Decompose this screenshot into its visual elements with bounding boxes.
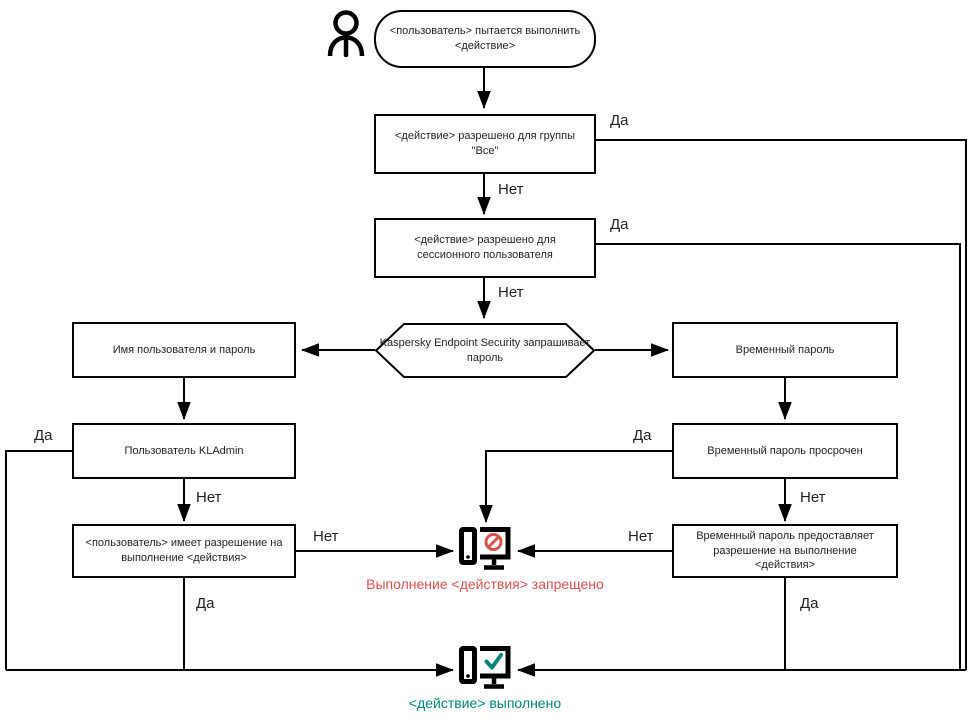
node-temporary-password-grants-label: Временный пароль предоставляет разрешени… bbox=[696, 529, 874, 572]
edge-label-session-yes: Да bbox=[610, 216, 629, 233]
monitor-check-icon bbox=[459, 646, 511, 692]
edge-label-expired-yes: Да bbox=[633, 427, 652, 444]
edge-label-everyone-no: Нет bbox=[498, 181, 524, 198]
edge-label-temp-grants-yes: Да bbox=[800, 595, 819, 612]
node-kladmin-user-label: Пользователь KLAdmin bbox=[124, 444, 244, 457]
edge-label-kladmin-yes: Да bbox=[34, 427, 53, 444]
edge-label-kladmin-no: Нет bbox=[196, 489, 222, 506]
edge-label-permission-no: Нет bbox=[313, 528, 339, 545]
node-allowed-for-session-user[interactable]: <действие> разрешено для сессионного пол… bbox=[374, 218, 596, 278]
node-username-and-password-label: Имя пользователя и пароль bbox=[112, 343, 256, 356]
denied-outcome-label: Выполнение <действия> запрещено bbox=[366, 576, 604, 592]
allowed-outcome-label: <действие> выполнено bbox=[408, 695, 562, 711]
wire-kladmin-yes bbox=[5, 450, 72, 670]
node-allowed-for-everyone[interactable]: <действие> разрешено для группы "Все" bbox=[374, 114, 596, 174]
node-allowed-for-everyone-label: <действие> разрешено для группы "Все" bbox=[395, 130, 575, 157]
edge-label-session-no: Нет bbox=[498, 284, 524, 301]
node-temporary-password-expired[interactable]: Временный пароль просрочен bbox=[672, 423, 898, 479]
node-username-and-password[interactable]: Имя пользователя и пароль bbox=[72, 322, 296, 378]
wire-everyone-yes bbox=[596, 139, 967, 670]
node-kes-requests-password[interactable]: Kaspersky Endpoint Security запрашивает … bbox=[374, 322, 596, 379]
node-start[interactable]: <пользователь> пытается выполнить <дейст… bbox=[374, 10, 596, 68]
node-temporary-password-expired-label: Временный пароль просрочен bbox=[707, 444, 863, 457]
node-start-label: <пользователь> пытается выполнить <дейст… bbox=[389, 25, 581, 52]
node-kladmin-user[interactable]: Пользователь KLAdmin bbox=[72, 423, 296, 479]
monitor-forbidden-icon bbox=[459, 527, 511, 573]
user-actor-icon bbox=[326, 10, 366, 58]
edge-label-temp-grants-no: Нет bbox=[628, 528, 654, 545]
edge-label-everyone-yes: Да bbox=[610, 112, 629, 129]
wire-expired-yes bbox=[479, 450, 672, 523]
node-kes-requests-password-label: Kaspersky Endpoint Security запрашивает … bbox=[379, 336, 591, 364]
edge-label-permission-yes: Да bbox=[196, 595, 215, 612]
node-user-has-permission[interactable]: <пользователь> имеет разрешение на выпол… bbox=[72, 524, 296, 578]
edge-label-expired-no: Нет bbox=[800, 489, 826, 506]
hexagon-shape bbox=[374, 323, 596, 378]
node-temporary-password-label: Временный пароль bbox=[735, 343, 835, 356]
node-temporary-password[interactable]: Временный пароль bbox=[672, 322, 898, 378]
node-allowed-for-session-user-label: <действие> разрешено для сессионного пол… bbox=[414, 234, 556, 261]
node-user-has-permission-label: <пользователь> имеет разрешение на выпол… bbox=[85, 537, 283, 564]
node-temporary-password-grants[interactable]: Временный пароль предоставляет разрешени… bbox=[672, 524, 898, 578]
